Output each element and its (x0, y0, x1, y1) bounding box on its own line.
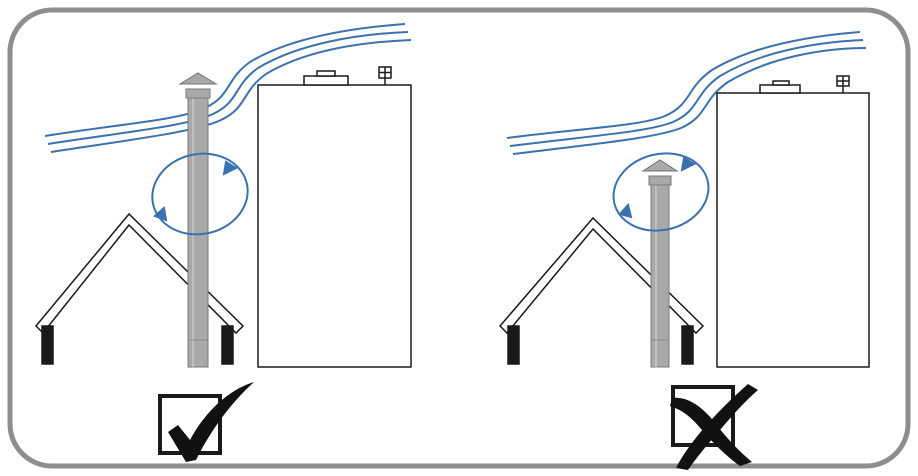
checkmark-in-box-icon (158, 382, 254, 462)
house-roof-right (498, 216, 705, 365)
tall-building-left (257, 66, 412, 368)
tall-building-right (716, 75, 870, 368)
house-roof-left (34, 212, 245, 365)
left-panel (34, 23, 412, 462)
turbulence-swirl-right (612, 152, 710, 232)
right-panel (498, 31, 870, 470)
chimney-tall (178, 72, 218, 368)
wind-lines-right (506, 31, 867, 155)
wind-lines-left (44, 23, 412, 153)
turbulence-swirl-left (151, 152, 249, 236)
cross-in-box-icon (670, 384, 758, 470)
